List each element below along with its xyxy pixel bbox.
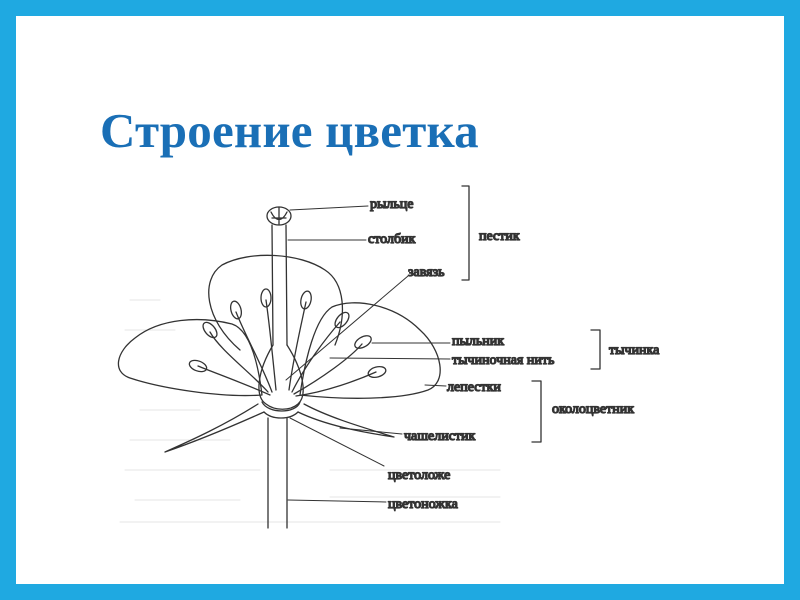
stigma-icon xyxy=(266,206,292,226)
label-sepal: чашелистик xyxy=(404,429,476,444)
label-pedicel: цветоножка xyxy=(388,497,459,512)
scan-texture xyxy=(119,299,501,523)
label-group-pistil: пестик xyxy=(479,229,520,244)
pedicel-icon xyxy=(267,417,288,529)
style-icon xyxy=(271,224,288,346)
sepal-left xyxy=(164,403,265,453)
petal-left xyxy=(117,318,263,397)
ovary-icon xyxy=(258,344,304,410)
label-group-perianth: околоцветник xyxy=(552,402,634,417)
label-petals: лепестки xyxy=(447,380,501,395)
label-receptacle: цветоложе xyxy=(388,468,450,483)
slide-title: Строение цветка xyxy=(100,103,479,158)
petal-back xyxy=(208,254,344,351)
petal-right xyxy=(299,302,441,399)
label-filament: тычиночная нить xyxy=(452,353,554,368)
group-brackets xyxy=(461,185,601,443)
label-anther: пыльник xyxy=(452,334,504,349)
receptacle-icon xyxy=(261,401,301,419)
leader-lines xyxy=(285,205,451,503)
label-group-stamen: тычинка xyxy=(609,343,660,358)
label-style: столбик xyxy=(368,232,416,247)
stamens xyxy=(188,288,387,397)
sepal-right xyxy=(297,403,395,438)
label-ovary: завязь xyxy=(408,265,445,280)
label-stigma: рыльце xyxy=(370,197,413,212)
